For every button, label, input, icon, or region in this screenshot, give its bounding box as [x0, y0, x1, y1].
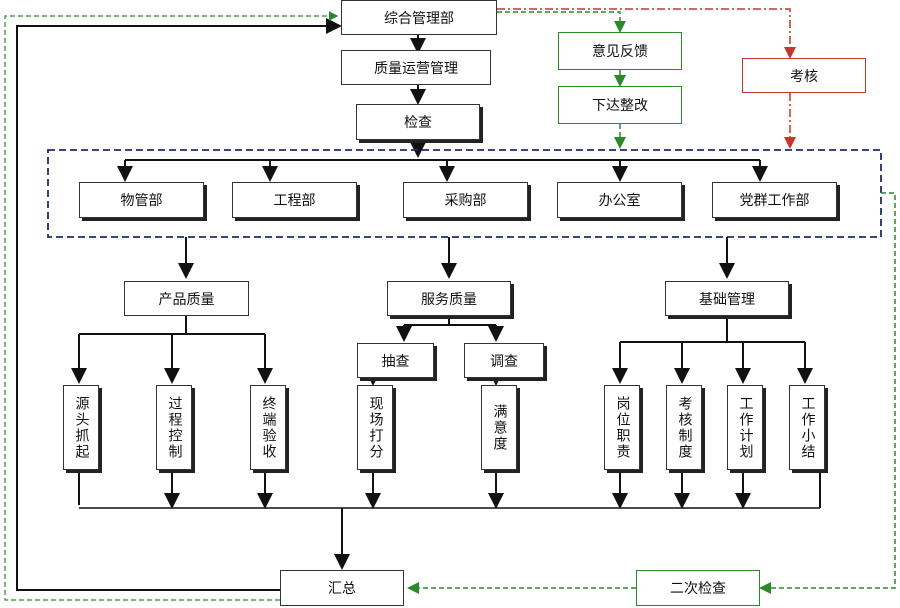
- top-management-box: 综合管理部: [341, 0, 497, 35]
- leaf-terminal: 终端验收: [250, 385, 286, 470]
- leaf-satisfaction: 满意度: [481, 385, 517, 470]
- leaf-assess-system: 考核制度: [666, 385, 702, 470]
- feedback-box: 意见反馈: [558, 32, 682, 70]
- sub-survey: 调查: [464, 343, 544, 378]
- quality-ops-box: 质量运营管理: [341, 50, 491, 85]
- leaf-source: 源头抓起: [63, 385, 99, 470]
- dept-box-wuguan: 物管部: [79, 182, 204, 218]
- leaf-onsite-score: 现场打分: [357, 385, 393, 470]
- assessment-box: 考核: [742, 58, 866, 93]
- leaf-work-summary: 工作小结: [789, 385, 825, 470]
- inspect-box: 检查: [356, 104, 480, 140]
- sub-spot-check: 抽查: [357, 343, 434, 378]
- recheck-box: 二次检查: [636, 570, 760, 606]
- dept-box-caigou: 采购部: [403, 182, 528, 218]
- category-basic-management: 基础管理: [665, 281, 789, 316]
- dept-box-dangqun: 党群工作部: [712, 182, 837, 218]
- rectify-box: 下达整改: [558, 86, 682, 124]
- leaf-work-plan: 工作计划: [727, 385, 763, 470]
- dept-box-gongcheng: 工程部: [232, 182, 357, 218]
- leaf-process: 过程控制: [156, 385, 192, 470]
- category-service-quality: 服务质量: [387, 281, 511, 316]
- leaf-job-duty: 岗位职责: [604, 385, 640, 470]
- summary-box: 汇总: [280, 570, 404, 606]
- dept-box-bangongshi: 办公室: [557, 182, 682, 218]
- category-product-quality: 产品质量: [124, 281, 249, 316]
